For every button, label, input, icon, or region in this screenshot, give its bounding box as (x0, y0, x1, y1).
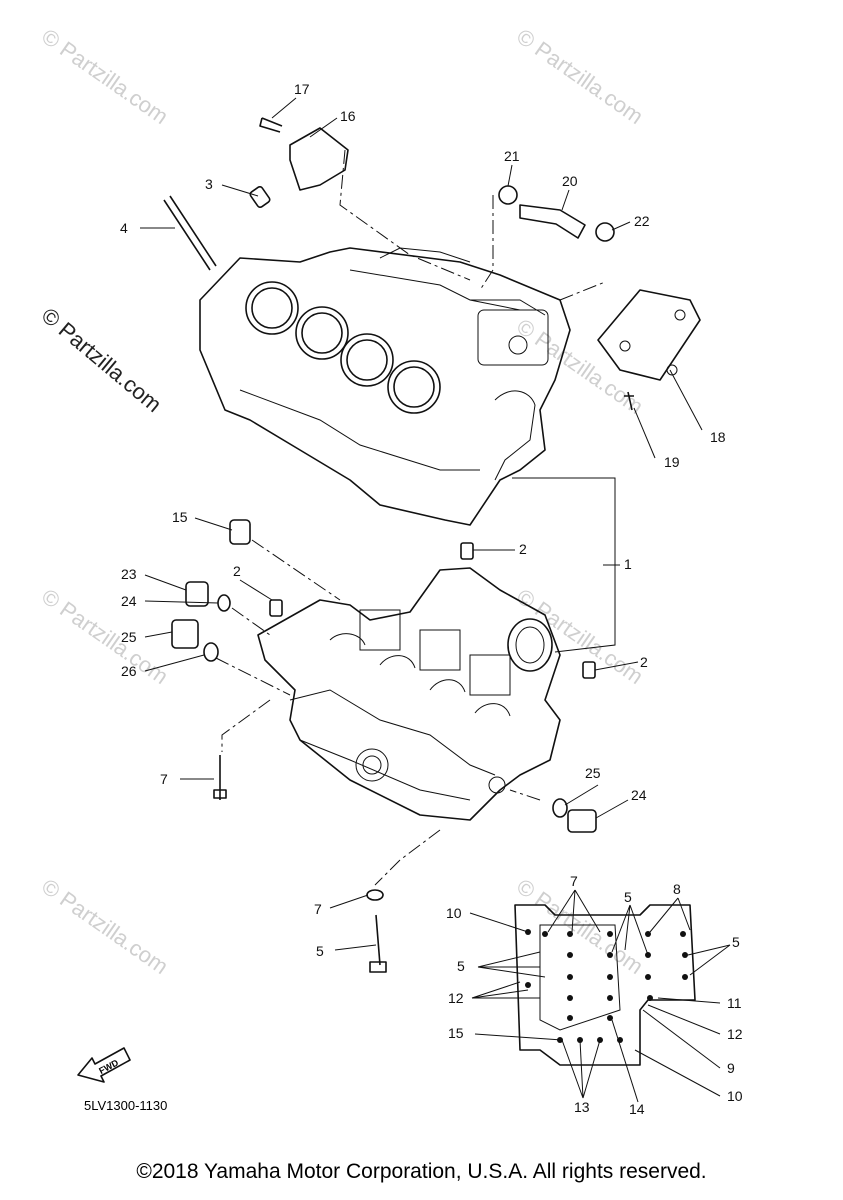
callout-9: 10 (727, 1088, 743, 1104)
callout-4: 4 (120, 220, 128, 236)
watermark: © Partzilla.com (37, 24, 173, 130)
callout-7: 7 (160, 771, 168, 787)
upper-crankcase (199, 247, 571, 526)
watermarks: © Partzilla.com © Partzilla.com © Partzi… (37, 24, 648, 980)
watermark: © Partzilla.com (512, 24, 648, 130)
small-parts (163, 117, 701, 973)
callout-12: 12 (448, 990, 464, 1006)
callout-11: 12 (727, 1026, 743, 1042)
copyright-notice: ©2018 Yamaha Motor Corporation, U.S.A. A… (136, 1160, 707, 1183)
diagram-code: 5LV1300-1130 (84, 1098, 168, 1113)
fwd-arrow-icon: FWD (77, 1047, 131, 1083)
callout-5: 5 (624, 889, 632, 905)
callout-22: 21 (504, 148, 520, 164)
side-watermark: © Partzilla.com (37, 303, 167, 417)
watermark: © Partzilla.com (37, 874, 173, 980)
callout-7: 7 (570, 873, 578, 889)
callout-18: 17 (294, 81, 310, 97)
callout-10: 11 (727, 995, 742, 1011)
callout-10: 10 (446, 905, 462, 921)
bolt-pattern-view (514, 904, 696, 1066)
callout-5: 5 (732, 934, 740, 950)
callout-14: 14 (629, 1101, 645, 1117)
callout-6: 7 (314, 901, 322, 917)
callout-25: 24 (121, 593, 137, 609)
callout-26: 25 (121, 629, 137, 645)
callout-27: 26 (121, 663, 137, 679)
callout-1: 1 (624, 556, 632, 572)
callout-7: 8 (673, 881, 681, 897)
callout-20: 19 (664, 454, 680, 470)
callout-15: 15 (448, 1025, 464, 1041)
callout-24: 24 (631, 787, 647, 803)
callout-17: 16 (340, 108, 356, 124)
callout-3: 3 (205, 176, 213, 192)
callout-25: 25 (585, 765, 601, 781)
callout-19: 18 (710, 429, 726, 445)
callout-16: 15 (172, 509, 188, 525)
callout-5: 5 (457, 958, 465, 974)
callouts: 17 16 3 4 21 20 22 18 19 15 2 2 1 2 23 2… (120, 81, 743, 1117)
watermark: © Partzilla.com (512, 584, 648, 690)
callout-21: 20 (562, 173, 578, 189)
callout-24: 23 (121, 566, 137, 582)
callout-2: 2 (519, 541, 527, 557)
callout-23: 22 (634, 213, 650, 229)
callout-5: 5 (316, 943, 324, 959)
callout-8: 9 (727, 1060, 735, 1076)
leader-lines (140, 97, 731, 1103)
watermark: © Partzilla.com (37, 584, 173, 690)
callout-2: 2 (233, 563, 241, 579)
callout-13: 13 (574, 1099, 590, 1115)
lower-crankcase (257, 567, 561, 821)
assembly-lines (215, 149, 606, 886)
callout-2: 2 (640, 654, 648, 670)
watermark: © Partzilla.com (512, 314, 648, 420)
